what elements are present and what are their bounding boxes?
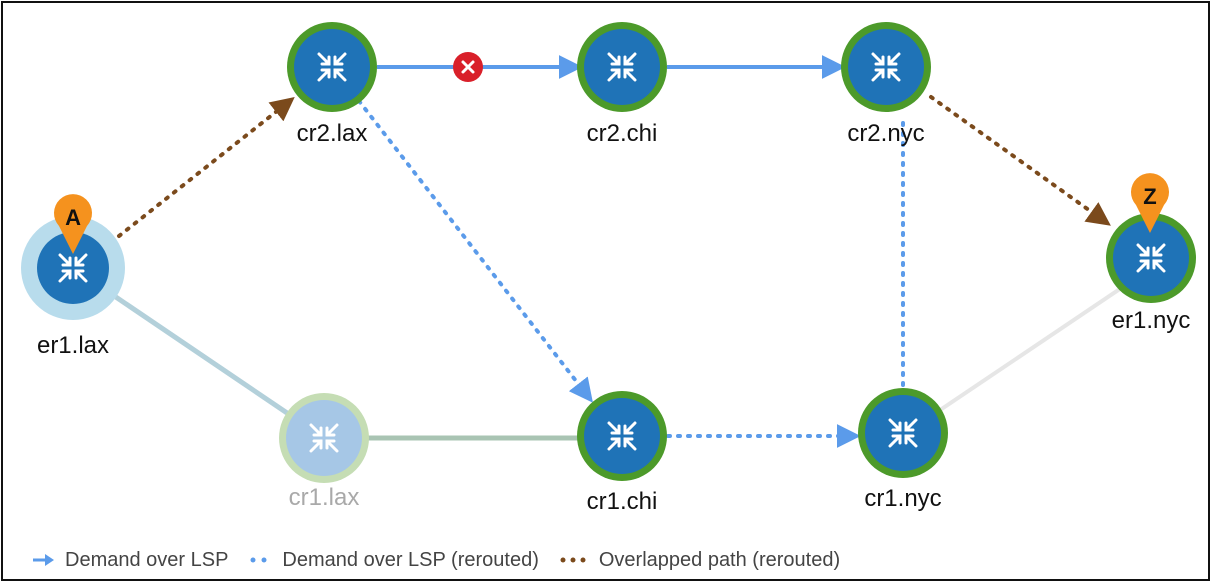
overlap-cr2nyc-er1nyc	[929, 95, 1111, 226]
label-er1-lax: er1.lax	[37, 332, 109, 359]
link-cr1nyc-er1nyc	[901, 266, 1153, 437]
map-pin-icon: Z	[1131, 173, 1169, 233]
legend-label-overlapped: Overlapped path (rerouted)	[598, 548, 841, 571]
node-cr2-chi[interactable]	[577, 22, 667, 112]
network-topology: A Z er1.lax cr2.lax cr2.chi cr2.nyc er1.…	[21, 22, 1196, 515]
legend-label-demand: Demand over LSP	[65, 548, 229, 571]
node-er1-lax[interactable]	[21, 216, 125, 320]
node-cr2-nyc[interactable]	[841, 22, 931, 112]
dotted-line-icon	[250, 557, 267, 563]
dotted-line-icon	[560, 557, 586, 563]
reroute-cr2lax-cr1chi	[357, 99, 593, 403]
legend: Demand over LSP Demand over LSP (reroute…	[31, 545, 860, 575]
overlap-er1lax-cr2lax	[117, 97, 295, 238]
node-cr1-chi[interactable]	[577, 391, 667, 481]
label-cr1-nyc: cr1.nyc	[864, 485, 941, 512]
node-cr2-lax[interactable]	[287, 22, 377, 112]
label-cr2-chi: cr2.chi	[587, 120, 658, 147]
arrow-right-icon	[33, 554, 54, 566]
node-er1-nyc[interactable]	[1106, 213, 1196, 303]
legend-item-rerouted: Demand over LSP (rerouted)	[248, 548, 539, 572]
map-pin-icon: A	[53, 194, 92, 254]
badge-a: A	[65, 205, 81, 230]
legend-item-overlapped: Overlapped path (rerouted)	[559, 549, 840, 572]
node-cr1-lax[interactable]	[279, 393, 369, 483]
label-er1-nyc: er1.nyc	[1112, 307, 1191, 334]
label-cr2-nyc: cr2.nyc	[847, 120, 924, 147]
legend-item-demand: Demand over LSP	[31, 549, 228, 572]
label-cr1-chi: cr1.chi	[587, 488, 658, 515]
node-cr1-nyc[interactable]	[858, 388, 948, 478]
label-cr1-lax: cr1.lax	[289, 484, 360, 511]
legend-label-rerouted: Demand over LSP (rerouted)	[282, 548, 539, 571]
x-fail-icon[interactable]	[453, 52, 483, 82]
label-cr2-lax: cr2.lax	[297, 120, 368, 147]
badge-z: Z	[1143, 184, 1156, 209]
